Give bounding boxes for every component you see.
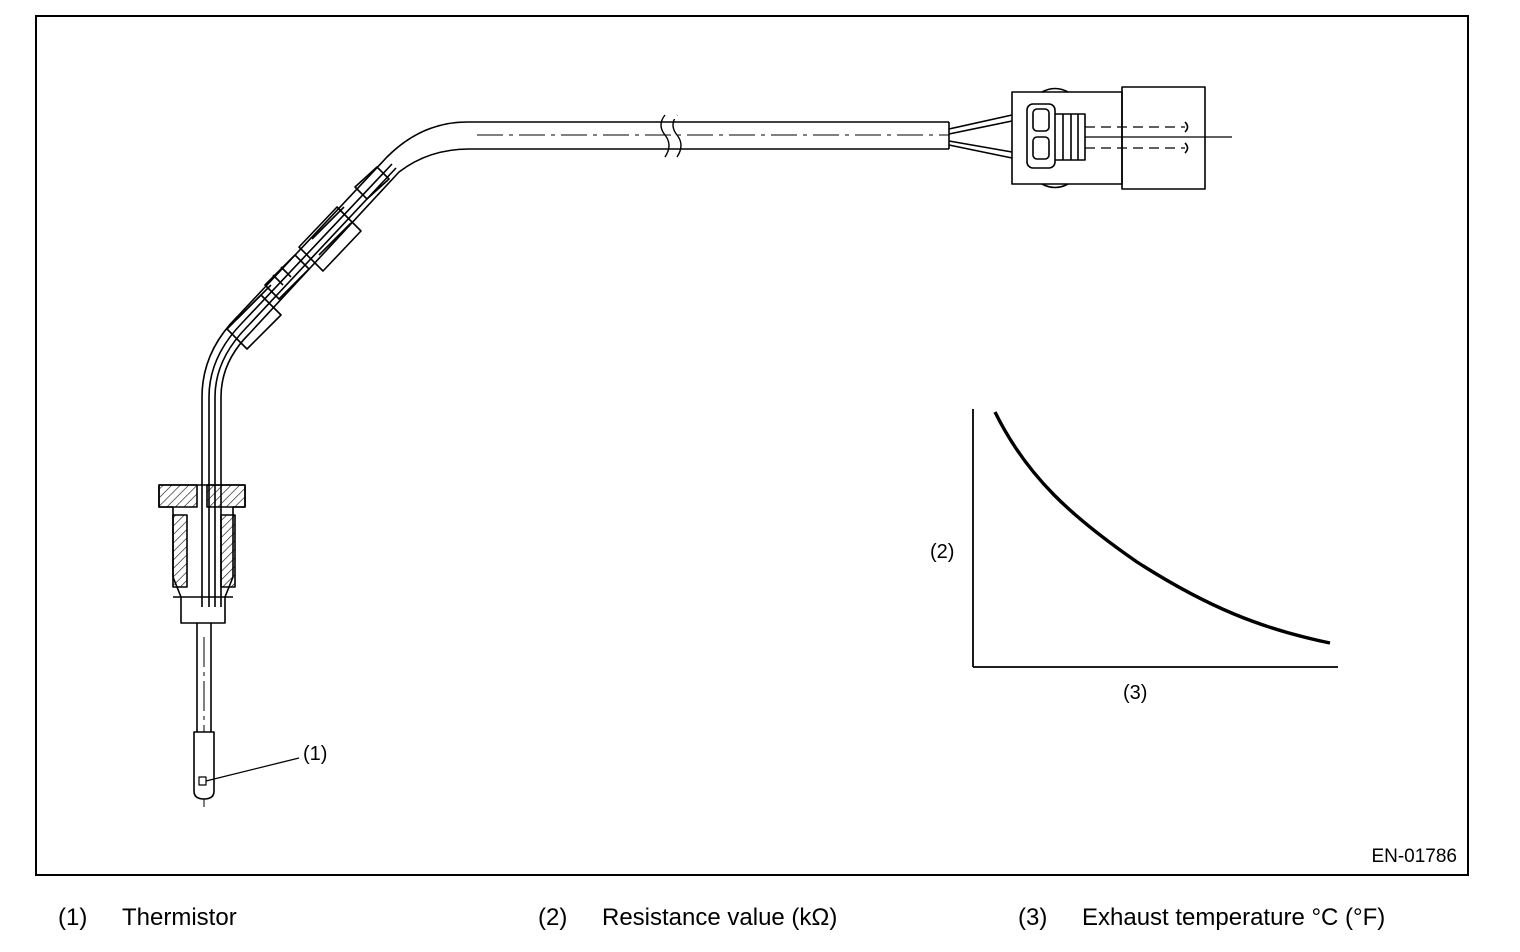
legend: (1) Thermistor (2) Resistance value (kΩ) (…	[0, 904, 1520, 944]
figure-id: EN-01786	[1371, 846, 1457, 867]
callout-leader-thermistor	[205, 757, 300, 782]
legend-item-resistance: (2) Resistance value (kΩ)	[538, 904, 837, 932]
connector-wires	[948, 114, 1013, 159]
callout-thermistor: (1)	[303, 743, 327, 765]
cable-sleeves	[226, 166, 390, 350]
connector	[1011, 86, 1232, 190]
legend-label: Exhaust temperature °C (°F)	[1082, 904, 1386, 931]
thermistor-probe	[193, 623, 215, 807]
resistance-graph	[972, 409, 1338, 668]
legend-number: (2)	[538, 904, 568, 931]
legend-item-temperature: (3) Exhaust temperature °C (°F)	[1018, 904, 1385, 932]
graph-x-label: (3)	[1123, 682, 1147, 704]
legend-item-thermistor: (1) Thermistor	[58, 904, 237, 932]
legend-number: (3)	[1018, 904, 1048, 931]
legend-number: (1)	[58, 904, 88, 931]
mounting-nut	[158, 484, 246, 624]
legend-label: Resistance value (kΩ)	[602, 904, 838, 931]
resistance-curve	[993, 411, 1331, 645]
sensor-cable	[201, 114, 950, 607]
legend-label: Thermistor	[122, 904, 237, 931]
sensor-diagram: (1) (2) (3)	[158, 86, 1338, 807]
diagram-frame: (1) (2) (3) EN-01786	[35, 15, 1469, 876]
graph-y-label: (2)	[930, 541, 954, 563]
